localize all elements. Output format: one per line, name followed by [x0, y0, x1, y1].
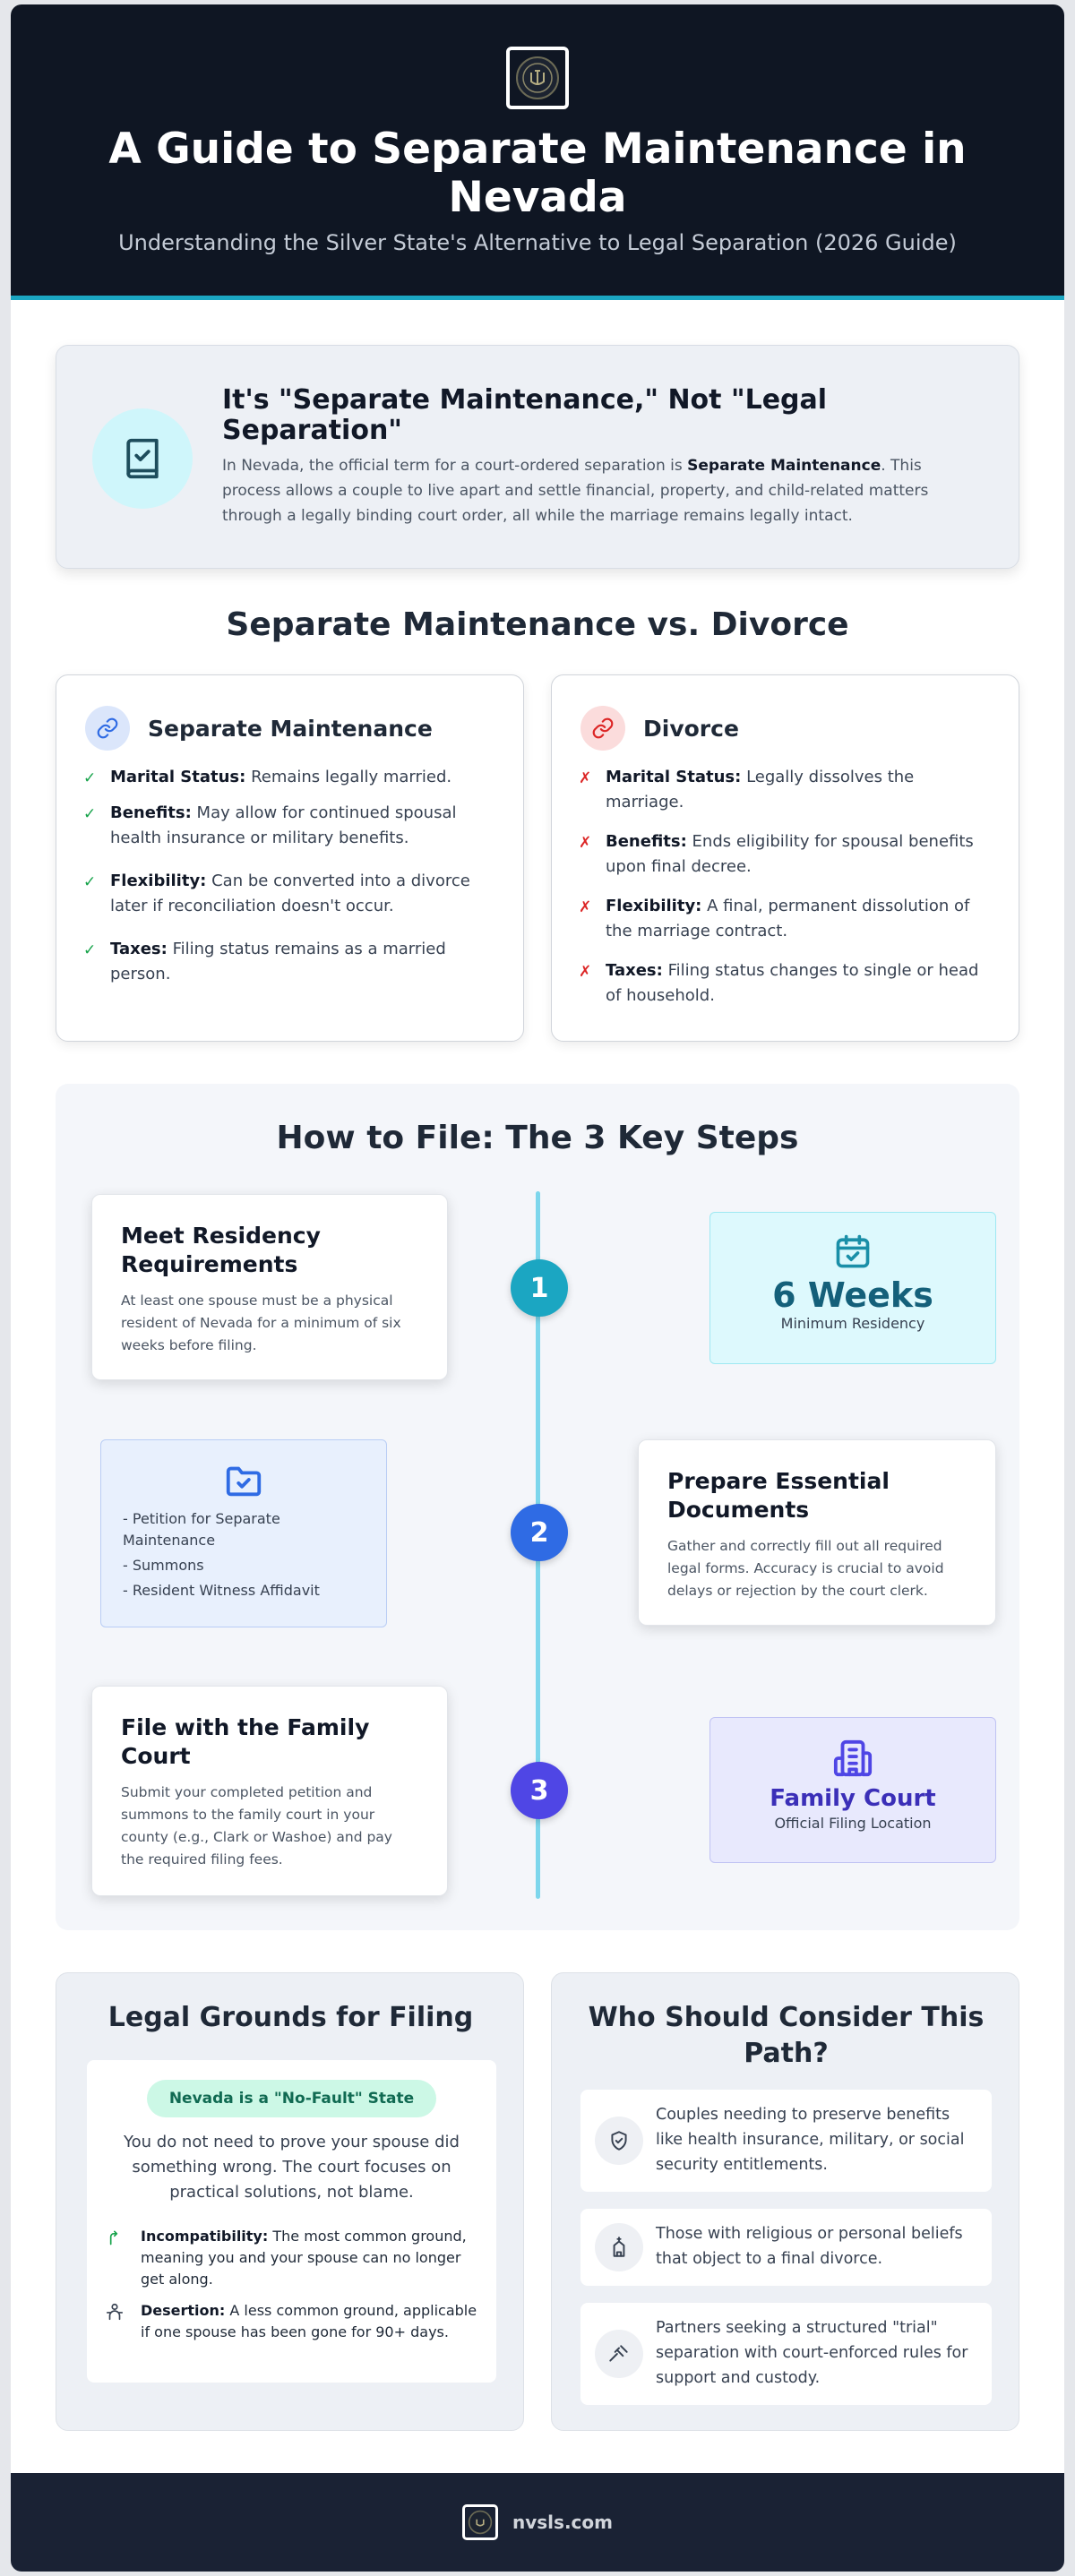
list-item: ✓Taxes: Filing status remains as a marri… [83, 940, 446, 983]
intro-text: In Nevada, the official term for a court… [222, 457, 929, 525]
list-item: ✓Flexibility: Can be converted into a di… [83, 872, 470, 915]
page-subtitle: Understanding the Silver State's Alterna… [118, 230, 957, 255]
step-3-title: File with the Family Court [121, 1714, 370, 1769]
document-item: - Petition for Separate Maintenance [123, 1510, 280, 1549]
book-check-icon [92, 408, 193, 509]
divorce-list: ✗Marital Status: Legally dissolves the m… [579, 765, 991, 1009]
list-item: ✗Taxes: Filing status changes to single … [579, 961, 979, 1005]
gavel-icon [595, 2330, 643, 2378]
divorce-card: Divorce ✗Marital Status: Legally dissolv… [551, 674, 1019, 1042]
check-icon: ✓ [83, 805, 97, 823]
steps-section: How to File: The 3 Key Steps Meet Reside… [56, 1084, 1019, 1930]
list-item: ✓Marital Status: Remains legally married… [83, 765, 495, 790]
intro-title: It's "Separate Maintenance," Not "Legal … [222, 384, 828, 446]
residency-info-box: 6 Weeks Minimum Residency [710, 1212, 996, 1364]
legal-grounds-panel: Nevada is a "No-Fault" State You do not … [87, 2060, 496, 2383]
who-item-text: Those with religious or personal beliefs… [656, 2225, 963, 2268]
steps-heading: How to File: The 3 Key Steps [276, 1120, 799, 1156]
place-of-worship-icon [595, 2223, 643, 2271]
step-3-number: 3 [511, 1762, 568, 1819]
compare-heading: Separate Maintenance vs. Divorce [226, 606, 849, 643]
step-2-text: Gather and correctly fill out all requir… [667, 1538, 944, 1599]
infographic-page: A Guide to Separate Maintenance in Nevad… [11, 4, 1064, 2572]
residency-value: 6 Weeks [772, 1275, 933, 1315]
cross-icon: ✗ [579, 963, 592, 981]
step-3-card: File with the Family Court Submit your c… [91, 1686, 448, 1896]
legal-grounds-card: Legal Grounds for Filing Nevada is a "No… [56, 1972, 524, 2431]
documents-info-box: - Petition for Separate Maintenance - Su… [100, 1439, 387, 1627]
header: A Guide to Separate Maintenance in Nevad… [11, 4, 1064, 300]
list-item: ✗Benefits: Ends eligibility for spousal … [579, 832, 974, 876]
legal-grounds-title: Legal Grounds for Filing [108, 2002, 474, 2033]
shield-icon [595, 2117, 643, 2165]
list-item: ✗Flexibility: A final, permanent dissolu… [579, 897, 970, 940]
cross-icon: ✗ [579, 769, 592, 787]
footer-site-link[interactable]: nvsls.com [512, 2512, 613, 2533]
step-2-number: 2 [511, 1504, 568, 1561]
cross-icon: ✗ [579, 834, 592, 852]
seal-icon [462, 2504, 498, 2540]
separate-maintenance-card: Separate Maintenance ✓Marital Status: Re… [56, 674, 524, 1042]
step-1-title: Meet Residency Requirements [121, 1223, 321, 1277]
who-item-trial-separation: Partners seeking a structured "trial" se… [580, 2303, 992, 2405]
who-item-benefits: Couples needing to preserve benefits lik… [580, 2090, 992, 2192]
who-item-text: Couples needing to preserve benefits lik… [656, 2106, 965, 2174]
separate-maintenance-title: Separate Maintenance [148, 715, 433, 742]
who-item-text: Partners seeking a structured "trial" se… [656, 2319, 968, 2387]
step-1-text: At least one spouse must be a physical r… [121, 1292, 401, 1353]
seal-icon [506, 47, 569, 109]
no-fault-badge: Nevada is a "No-Fault" State [147, 2080, 436, 2117]
document-item: - Resident Witness Affidavit [123, 1582, 320, 1599]
person-leaving-icon [105, 2302, 125, 2328]
split-arrow-icon [105, 2228, 123, 2254]
ground-item-desertion: Desertion: A less common ground, applica… [105, 2300, 481, 2343]
ground-item-incompatibility: Incompatibility: The most common ground,… [105, 2226, 481, 2290]
broken-link-icon [580, 706, 625, 751]
step-3-text: Submit your completed petition and summo… [121, 1784, 392, 1868]
step-2-card: Prepare Essential Documents Gather and c… [638, 1439, 996, 1626]
who-item-beliefs: Those with religious or personal beliefs… [580, 2209, 992, 2286]
link-icon [85, 706, 130, 751]
list-item: ✗Marital Status: Legally dissolves the m… [579, 768, 915, 811]
residency-label: Minimum Residency [780, 1315, 925, 1332]
check-icon: ✓ [83, 769, 97, 787]
cross-icon: ✗ [579, 898, 592, 916]
step-1-number: 1 [511, 1259, 568, 1317]
family-court-label: Official Filing Location [774, 1815, 932, 1832]
check-icon: ✓ [83, 873, 97, 891]
footer: nvsls.com [11, 2473, 1064, 2572]
page-title: A Guide to Separate Maintenance in Nevad… [108, 125, 967, 222]
who-should-consider-card: Who Should Consider This Path? Couples n… [551, 1972, 1019, 2431]
document-item: - Summons [123, 1557, 204, 1574]
building-icon [710, 1738, 995, 1782]
divorce-title: Divorce [643, 715, 739, 742]
who-should-consider-title: Who Should Consider This Path? [588, 2002, 985, 2069]
step-2-title: Prepare Essential Documents [667, 1468, 890, 1523]
separate-maintenance-list: ✓Marital Status: Remains legally married… [83, 765, 495, 987]
check-icon: ✓ [83, 941, 97, 959]
intro-card: It's "Separate Maintenance," Not "Legal … [56, 345, 1019, 569]
step-1-card: Meet Residency Requirements At least one… [91, 1194, 448, 1380]
documents-list: - Petition for Separate Maintenance - Su… [101, 1505, 386, 1601]
family-court-value: Family Court [770, 1785, 936, 1812]
calendar-check-icon [710, 1232, 995, 1275]
family-court-info-box: Family Court Official Filing Location [710, 1717, 996, 1863]
legal-grounds-description: You do not need to prove your spouse did… [124, 2133, 460, 2202]
folder-check-icon [101, 1460, 386, 1505]
list-item: ✓Benefits: May allow for continued spous… [83, 803, 457, 847]
